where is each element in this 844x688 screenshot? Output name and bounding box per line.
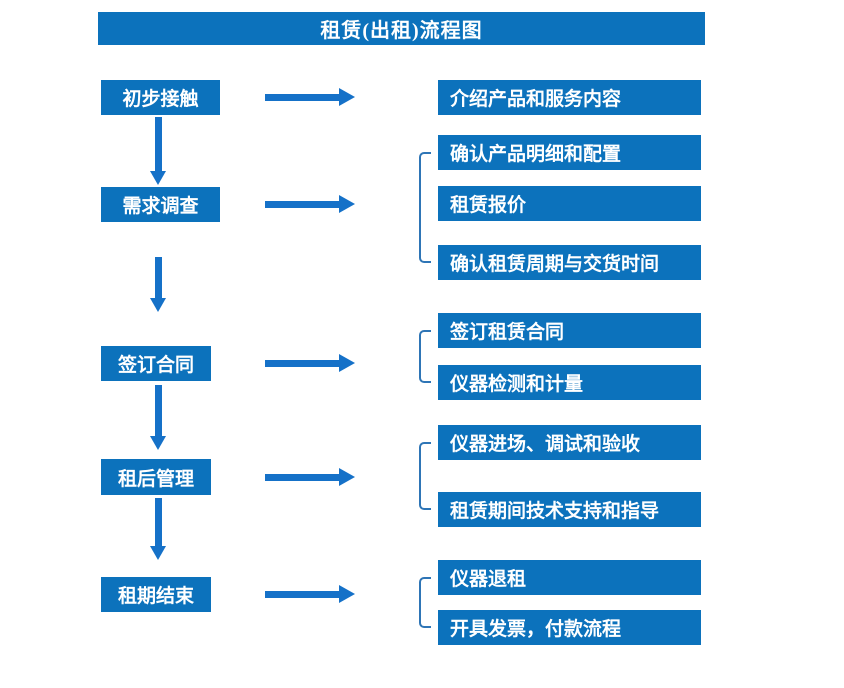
detail-box-instrument-testing: 仪器检测和计量 xyxy=(438,365,701,400)
detail-box-introduce-products: 介绍产品和服务内容 xyxy=(438,80,701,115)
right-arrow-5-head xyxy=(339,585,355,603)
bracket-post-rental-group xyxy=(419,442,431,510)
down-arrow-3-shaft xyxy=(155,385,162,436)
bracket-rental-end-group xyxy=(419,577,431,628)
right-arrow-3-shaft xyxy=(265,360,339,367)
detail-box-tech-support: 租赁期间技术支持和指导 xyxy=(438,492,701,527)
right-arrow-4-head xyxy=(339,468,355,486)
detail-box-rental-quote: 租赁报价 xyxy=(438,186,701,221)
right-arrow-2-head xyxy=(339,195,355,213)
right-arrow-2-shaft xyxy=(265,201,339,208)
down-arrow-4-head xyxy=(150,546,166,560)
down-arrow-1-head xyxy=(150,171,166,185)
down-arrow-4-shaft xyxy=(155,498,162,546)
step-box-initial-contact: 初步接触 xyxy=(101,80,220,115)
right-arrow-3-head xyxy=(339,354,355,372)
detail-box-instrument-setup: 仪器进场、调试和验收 xyxy=(438,425,701,460)
detail-box-sign-rental-contract: 签订租赁合同 xyxy=(438,313,701,348)
down-arrow-2-head xyxy=(150,298,166,312)
detail-box-confirm-rental-period: 确认租赁周期与交货时间 xyxy=(438,245,701,280)
down-arrow-1-shaft xyxy=(155,117,162,171)
right-arrow-4-shaft xyxy=(265,474,339,481)
right-arrow-1-shaft xyxy=(265,94,339,101)
step-box-rental-end: 租期结束 xyxy=(101,577,211,612)
detail-box-instrument-return: 仪器退租 xyxy=(438,560,701,595)
detail-box-invoice-payment: 开具发票，付款流程 xyxy=(438,610,701,645)
right-arrow-1-head xyxy=(339,88,355,106)
down-arrow-3-head xyxy=(150,436,166,450)
bracket-sign-contract-group xyxy=(419,330,431,383)
detail-box-confirm-product-details: 确认产品明细和配置 xyxy=(438,135,701,170)
down-arrow-2-shaft xyxy=(155,257,162,298)
diagram-title: 租赁(出租)流程图 xyxy=(98,12,705,45)
right-arrow-5-shaft xyxy=(265,591,339,598)
step-box-post-rental-management: 租后管理 xyxy=(101,459,211,495)
bracket-demand-survey-group xyxy=(419,152,431,263)
step-box-demand-survey: 需求调查 xyxy=(101,187,220,222)
step-box-sign-contract: 签订合同 xyxy=(101,346,211,381)
